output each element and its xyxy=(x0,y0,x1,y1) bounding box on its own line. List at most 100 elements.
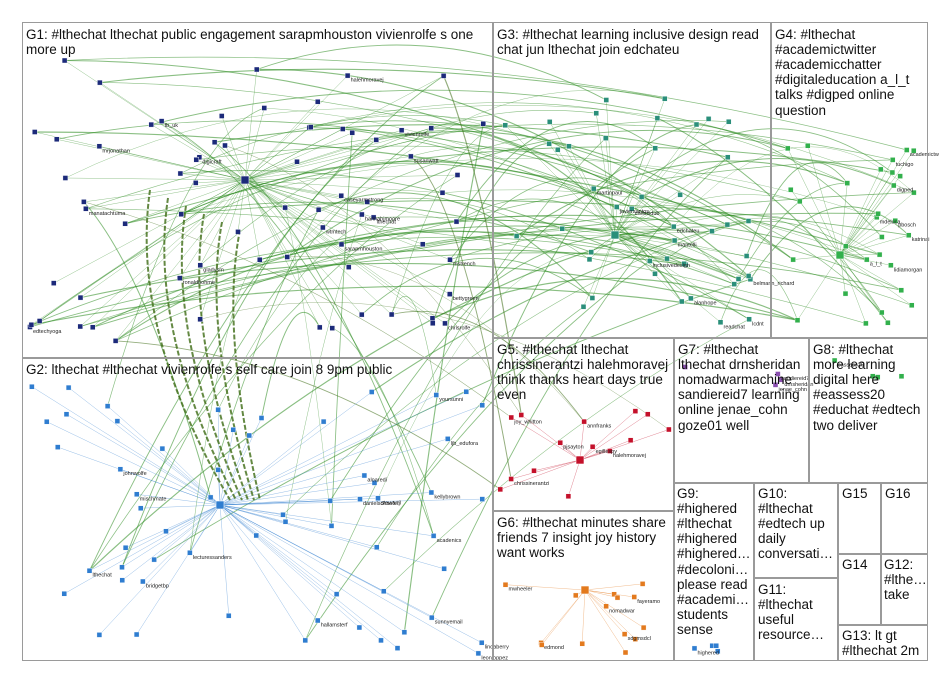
graph-node xyxy=(805,142,811,149)
graph-node-label: chrissidub xyxy=(635,211,660,217)
graph-edge xyxy=(310,120,794,260)
group-box-g15 xyxy=(838,483,881,554)
graph-edge xyxy=(219,498,483,506)
graph-node xyxy=(28,322,35,328)
graph-node xyxy=(97,79,103,86)
graph-edge xyxy=(115,340,501,490)
graph-node xyxy=(117,466,124,472)
graph-node xyxy=(328,523,335,529)
graph-edge xyxy=(244,126,311,181)
graph-edge xyxy=(125,179,246,224)
graph-edge xyxy=(244,179,362,315)
graph-node xyxy=(112,338,119,344)
graph-edge xyxy=(410,146,735,285)
graph-node xyxy=(724,221,731,228)
graph-node xyxy=(705,116,712,122)
graph-edge xyxy=(56,139,246,181)
graph-edge xyxy=(738,182,848,280)
graph-node xyxy=(888,262,894,268)
graph-edge xyxy=(68,387,221,506)
graph-node-label: hallamsterf xyxy=(321,623,348,629)
graph-node-label: bettygreen xyxy=(453,296,479,302)
graph-node xyxy=(463,389,469,395)
graph-edge xyxy=(92,179,246,328)
graph-node xyxy=(338,241,345,248)
graph-edge xyxy=(219,417,262,506)
graph-node xyxy=(603,97,609,103)
graph-edge xyxy=(310,102,848,184)
graph-node xyxy=(177,170,184,177)
group-box-g7 xyxy=(674,338,809,483)
graph-node xyxy=(51,280,57,286)
graph-edge xyxy=(53,179,246,284)
graph-edge xyxy=(219,504,360,628)
graph-edge xyxy=(180,205,243,501)
graph-node-label: belmann_richard xyxy=(753,281,794,287)
graph-edge xyxy=(136,504,221,635)
graph-node xyxy=(593,110,599,116)
graph-edge xyxy=(341,219,739,280)
graph-node xyxy=(327,498,333,504)
graph-node xyxy=(96,632,103,638)
graph-edge xyxy=(839,183,848,256)
graph-edge xyxy=(383,319,750,592)
graph-edge xyxy=(549,121,616,236)
graph-edge xyxy=(548,143,616,236)
graph-node xyxy=(61,591,67,597)
graph-node xyxy=(340,126,346,132)
graph-edge xyxy=(80,179,246,327)
graph-edge xyxy=(391,310,585,422)
graph-edge xyxy=(219,504,398,649)
graph-node-label: chrissinerantzi xyxy=(514,481,549,487)
graph-node xyxy=(453,218,460,225)
graph-node xyxy=(440,73,447,79)
graph-node xyxy=(375,495,381,501)
graph-node xyxy=(442,320,448,327)
graph-node xyxy=(315,206,322,213)
graph-edge xyxy=(219,504,318,621)
graph-edge xyxy=(244,139,377,181)
graph-edge xyxy=(244,179,324,228)
graph-node xyxy=(445,436,451,442)
graph-edge xyxy=(244,179,342,196)
graph-edge xyxy=(219,504,405,633)
graph-edge xyxy=(219,504,337,595)
graph-edge xyxy=(304,260,650,641)
graph-node xyxy=(679,298,685,305)
graph-node xyxy=(557,440,563,446)
graph-edge xyxy=(839,192,915,256)
graph-edge xyxy=(839,150,914,256)
graph-edge xyxy=(309,104,914,193)
graph-edge xyxy=(839,254,867,324)
graph-node-label: lcdnt xyxy=(752,321,764,327)
graph-node xyxy=(654,115,661,121)
graph-edge xyxy=(29,252,902,328)
graph-node-label: acadenics xyxy=(437,538,462,544)
graph-edge xyxy=(244,179,349,268)
graph-edge xyxy=(521,414,581,461)
graph-node-label: lindaberry xyxy=(485,645,509,651)
graph-edge xyxy=(189,209,319,553)
graph-node xyxy=(475,650,482,657)
graph-node xyxy=(36,318,43,324)
group-label-g10: G10: #lthechat #edtech up daily conversa… xyxy=(758,486,834,562)
graph-node-label: ronaldbohme xyxy=(183,280,215,286)
graph-node xyxy=(430,320,436,326)
graph-node xyxy=(745,273,752,279)
graph-edge xyxy=(221,115,246,181)
graph-node-label: stewartjl xyxy=(381,500,401,506)
graph-edge xyxy=(839,159,893,256)
graph-node xyxy=(344,72,351,79)
graph-edge xyxy=(261,311,321,419)
graph-edge xyxy=(219,504,434,537)
graph-edge xyxy=(66,413,221,506)
graph-edge xyxy=(34,131,246,181)
graph-edge xyxy=(579,410,636,461)
graph-edge xyxy=(115,230,517,342)
graph-edge xyxy=(65,177,246,181)
graph-node xyxy=(735,276,742,282)
graph-node-label: lecturessanders xyxy=(193,555,232,561)
graph-node xyxy=(62,175,69,181)
graph-edge xyxy=(557,149,616,236)
graph-edge xyxy=(179,179,246,279)
